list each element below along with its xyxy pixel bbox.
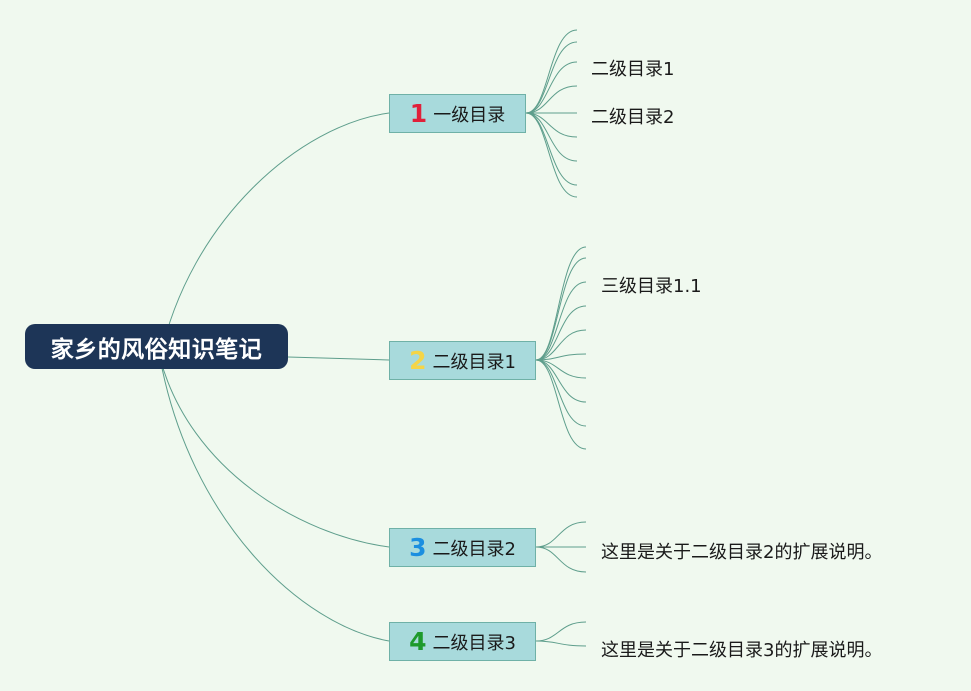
branch-1-fan-line-8 <box>525 112 578 186</box>
subtopic-1-2[interactable]: 二级目录2 <box>591 107 675 128</box>
branch-2-fan-line-5 <box>535 329 587 361</box>
branch-1-fan-line-9 <box>525 112 578 198</box>
subtopic-1-1[interactable]: 二级目录1 <box>591 59 675 80</box>
branch-2-fan-line-10 <box>535 359 587 450</box>
root-to-branch-1-line <box>159 112 390 359</box>
branch-topic-label: 二级目录1 <box>432 351 516 373</box>
number-1-icon: 1 <box>409 99 428 128</box>
branch-1-fan-line-4 <box>525 85 578 114</box>
number-2-icon: 2 <box>409 346 427 375</box>
branch-3-fan-line-3 <box>535 546 587 573</box>
branch-topic-label: 二级目录3 <box>432 632 516 654</box>
branch-2-fan-line-6 <box>535 353 587 361</box>
branch-1-fan-line-1 <box>525 29 578 114</box>
branch-4-fan-line-2 <box>535 640 587 647</box>
number-3-icon: 3 <box>409 533 427 562</box>
branch-topic-label: 二级目录2 <box>432 538 516 560</box>
branch-1-fan-line-2 <box>525 41 578 114</box>
subtopic-4-1[interactable]: 这里是关于二级目录3的扩展说明。 <box>601 640 883 661</box>
branch-3-fan-line-1 <box>535 521 587 548</box>
root-topic[interactable]: 家乡的风俗知识笔记 <box>25 324 288 369</box>
branch-2-fan-line-4 <box>535 305 587 361</box>
subtopic-2-1[interactable]: 三级目录1.1 <box>601 276 702 297</box>
branch-topic-3[interactable]: 3 二级目录2 <box>389 528 536 567</box>
branch-2-fan-line-8 <box>535 359 587 403</box>
branch-2-fan-line-1 <box>535 246 587 361</box>
root-topic-label: 家乡的风俗知识笔记 <box>50 336 263 363</box>
branch-1-fan-line-7 <box>525 112 578 162</box>
root-to-branch-3-line <box>159 357 390 548</box>
branch-topic-label: 一级目录 <box>433 104 506 126</box>
branch-2-fan-line-2 <box>535 257 587 361</box>
root-to-branch-4-line <box>159 357 390 642</box>
branch-topic-2[interactable]: 2 二级目录1 <box>389 341 536 380</box>
root-to-branch-2-line <box>287 356 390 361</box>
branch-topic-1[interactable]: 1 一级目录 <box>389 94 526 133</box>
branch-4-fan-line-1 <box>535 621 587 642</box>
branch-1-fan-line-3 <box>525 61 578 114</box>
branch-topic-4[interactable]: 4 二级目录3 <box>389 622 536 661</box>
number-4-icon: 4 <box>409 627 427 656</box>
branch-2-fan-line-3 <box>535 281 587 361</box>
subtopic-3-1[interactable]: 这里是关于二级目录2的扩展说明。 <box>601 542 883 563</box>
